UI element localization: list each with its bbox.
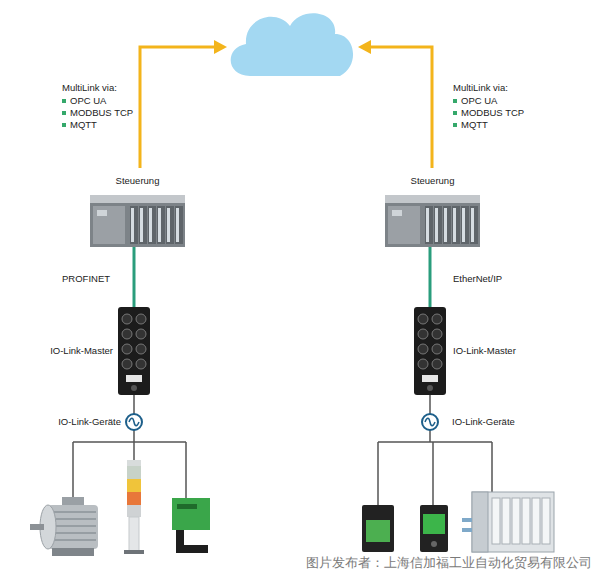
cloud [231, 13, 353, 76]
sensor [420, 505, 448, 552]
signal-tower [124, 460, 144, 554]
device-wiring [72, 442, 74, 497]
sensor [176, 530, 208, 553]
controller-node: Steuerung [385, 195, 480, 247]
text-label: MultiLink via: [453, 82, 508, 94]
sensor [177, 504, 197, 509]
valve-island [522, 498, 530, 544]
node-label: Steuerung [411, 175, 455, 187]
sensor [420, 505, 448, 552]
sensor [423, 514, 445, 534]
controller-device [90, 195, 185, 247]
uplink-arrow [140, 40, 227, 168]
device-wiring [133, 442, 135, 460]
sensor [366, 520, 390, 542]
sensor [362, 505, 394, 552]
motor [50, 532, 96, 534]
motor [50, 525, 96, 527]
motor [50, 511, 96, 513]
valve-island [462, 492, 554, 552]
signal-tower [127, 492, 141, 505]
sensor [431, 541, 437, 547]
uplink-arrow [369, 47, 432, 168]
bullet-square [453, 99, 457, 103]
device-wiring [133, 430, 135, 442]
protocol-item: MODBUS TCP [70, 107, 133, 119]
node-label: IO-Link-Master [50, 345, 113, 357]
controller-node: Steuerung [90, 195, 185, 247]
valve-island [492, 498, 500, 544]
signal-tower [127, 460, 141, 466]
device-wiring [73, 395, 186, 498]
valve-island [462, 528, 472, 532]
bullet-square [62, 99, 66, 103]
uplink-arrow [214, 40, 227, 54]
signal-tower [127, 466, 141, 479]
sensor [172, 498, 210, 530]
valve-island [502, 498, 510, 544]
device-wiring [185, 442, 187, 498]
valve-island [472, 492, 488, 552]
sensor [362, 505, 394, 552]
protocol-item: MQTT [70, 119, 97, 131]
fieldbus-line [429, 247, 432, 307]
edge-label: PROFINET [62, 273, 110, 285]
bullet-square [453, 111, 457, 115]
device-wiring [491, 442, 493, 492]
signal-tower [124, 550, 144, 554]
node-label: IO-Link-Master [453, 345, 516, 357]
valve-island [472, 492, 554, 552]
device-wiring [133, 395, 135, 414]
fieldbus-line [133, 247, 136, 307]
controller-device [385, 195, 480, 247]
motor [30, 524, 44, 530]
text-label: IO-Link-Geräte [452, 416, 515, 428]
device-wiring [377, 442, 379, 505]
protocol-item: MQTT [461, 119, 488, 131]
motor [52, 548, 94, 556]
io-link-master-node: IO-Link-Master [118, 307, 150, 395]
signal-tower [127, 505, 141, 517]
io-link-symbol [126, 414, 142, 430]
uplink-arrow [358, 40, 432, 168]
io-link-master-node: IO-Link-Master [414, 307, 446, 395]
signal-tower [127, 479, 141, 492]
valve-island [542, 498, 550, 544]
signal-tower [129, 517, 139, 551]
protocol-item: OPC UA [70, 95, 106, 107]
device-wiring [432, 442, 434, 505]
valve-island [532, 498, 540, 544]
uplink-arrow [140, 47, 216, 168]
valve-island [512, 498, 520, 544]
io-link-master-device [414, 307, 446, 395]
device-wiring [378, 395, 492, 505]
io-link-master-device [118, 307, 150, 395]
motor [50, 518, 96, 520]
motor [50, 539, 96, 541]
edge-label: EtherNet/IP [453, 273, 502, 285]
device-wiring [429, 395, 431, 414]
text-label: IO-Link-Geräte [58, 416, 121, 428]
motor [30, 497, 98, 556]
valve-island [462, 518, 472, 522]
bullet-square [453, 123, 457, 127]
node-label: Steuerung [116, 175, 160, 187]
io-link-symbol [422, 414, 438, 430]
text-label: MultiLink via: [62, 82, 117, 94]
protocol-item: OPC UA [461, 95, 497, 107]
device-wiring [73, 441, 186, 443]
sensor [172, 498, 210, 553]
protocol-item: MODBUS TCP [461, 107, 524, 119]
bullet-square [62, 123, 66, 127]
uplink-arrow [358, 40, 371, 54]
device-wiring [378, 441, 492, 443]
watermark: 图片发布者：上海信加福工业自动化贸易有限公司 [306, 556, 592, 572]
bullet-square [62, 111, 66, 115]
device-wiring [429, 430, 431, 442]
